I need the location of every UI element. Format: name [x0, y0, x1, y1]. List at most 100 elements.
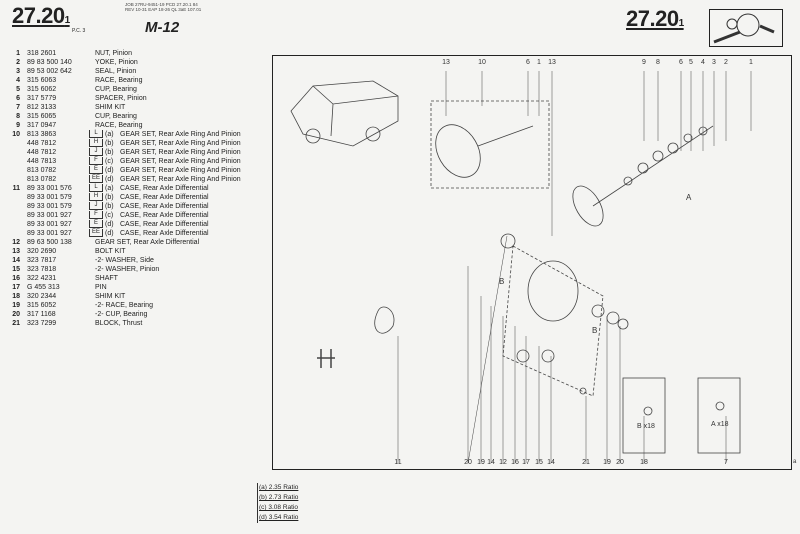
- callout-top: 3: [712, 59, 716, 66]
- part-number: 448 7812: [27, 140, 57, 147]
- ratio-footnote: (b) 2.73 Ratio: [257, 493, 299, 503]
- part-description: PIN: [95, 284, 107, 291]
- callout-bottom: 14: [547, 459, 555, 466]
- page-sub-number: 1: [64, 15, 71, 26]
- callout-bottom: 21: [582, 459, 590, 466]
- label-a-x18: A x18: [711, 421, 729, 428]
- callout-bottom: 19: [477, 459, 485, 466]
- variant-code: L: [89, 130, 103, 138]
- part-number: 89 33 001 927: [27, 230, 72, 237]
- item-number: 17: [12, 284, 20, 291]
- part-number: 89 33 001 579: [27, 203, 72, 210]
- part-description: RACE, Bearing: [95, 122, 143, 129]
- item-number: 21: [12, 320, 20, 327]
- part-description: GEAR SET, Rear Axle Ring And Pinion: [120, 167, 241, 174]
- callout-top: 4: [701, 59, 705, 66]
- part-description: -2- WASHER, Side: [95, 257, 154, 264]
- ratio-ref: (b): [105, 149, 114, 156]
- ratio-footnote: (a) 2.35 Ratio: [257, 483, 299, 493]
- part-number: 317 0947: [27, 122, 57, 129]
- part-number: 89 33 001 579: [27, 194, 72, 201]
- part-number: 812 3133: [27, 104, 57, 111]
- item-number: 11: [12, 185, 20, 192]
- item-number: 1: [16, 50, 20, 57]
- ratio-footnote: (d) 3.54 Ratio: [257, 513, 299, 523]
- callout-top: 1: [749, 59, 753, 66]
- item-number: 6: [16, 95, 20, 102]
- callout-bottom: 14: [487, 459, 495, 466]
- part-description: CASE, Rear Axle Differential: [120, 212, 209, 219]
- callout-top: 13: [442, 59, 450, 66]
- ratio-ref: (b): [105, 140, 114, 147]
- ratio-ref: (d): [105, 221, 114, 228]
- part-number: 320 2690: [27, 248, 57, 255]
- item-number: 16: [12, 275, 20, 282]
- label-b: B: [499, 277, 505, 286]
- part-description: SHIM KIT: [95, 104, 126, 111]
- item-number: 12: [12, 239, 20, 246]
- part-number: 323 7299: [27, 320, 57, 327]
- variant-code: F: [89, 211, 103, 219]
- callout-bottom: 17: [522, 459, 530, 466]
- variant-code: J: [89, 202, 103, 210]
- callout-bottom: 12: [499, 459, 507, 466]
- axle-icon: [317, 349, 335, 368]
- ratio-ref: (c): [105, 212, 114, 219]
- page-number-text: 27.20: [12, 3, 65, 28]
- label-b: B: [592, 326, 598, 335]
- item-number: 7: [16, 104, 20, 111]
- ratio-ref: (b): [105, 194, 114, 201]
- ratio-ref: (d): [105, 167, 114, 174]
- part-description: CASE, Rear Axle Differential: [120, 185, 209, 192]
- ratio-ref: (a): [105, 131, 114, 138]
- part-description: SHIM KIT: [95, 293, 126, 300]
- part-description: GEAR SET, Rear Axle Ring And Pinion: [120, 158, 241, 165]
- part-description: GEAR SET, Rear Axle Differential: [95, 239, 200, 246]
- part-number: 89 33 001 927: [27, 221, 72, 228]
- part-description: GEAR SET, Rear Axle Ring And Pinion: [120, 140, 241, 147]
- callout-top: 6: [526, 59, 530, 66]
- part-number: 813 0782: [27, 176, 57, 183]
- part-description: -2- CUP, Bearing: [95, 311, 148, 318]
- callout-bottom: 20: [464, 459, 472, 466]
- variant-code: EE: [89, 229, 104, 237]
- ratio-ref: (b): [105, 203, 114, 210]
- callout-top: 13: [548, 59, 556, 66]
- callout-top: 5: [689, 59, 693, 66]
- ratio-ref: (d): [105, 176, 114, 183]
- part-number: 89 33 001 576: [27, 185, 72, 192]
- callout-top: 1: [537, 59, 541, 66]
- part-description: SEAL, Pinion: [95, 68, 137, 75]
- part-number: 89 63 500 138: [27, 239, 72, 246]
- part-description: -2- WASHER, Pinion: [95, 266, 160, 273]
- part-description: YOKE, Pinion: [95, 59, 138, 66]
- corner-mark: a: [793, 459, 797, 465]
- page-number-text: 27.20: [626, 6, 679, 31]
- variant-code: L: [89, 184, 103, 192]
- variant-code: E: [89, 166, 103, 174]
- callout-bottom: 11: [394, 459, 402, 466]
- variant-code: E: [89, 220, 103, 228]
- page-sub-number: 1: [678, 18, 685, 29]
- car-illustration: [290, 80, 399, 147]
- item-number: 10: [12, 131, 20, 138]
- part-number: 323 7818: [27, 266, 57, 273]
- callout-top: 2: [724, 59, 728, 66]
- part-number: 448 7812: [27, 149, 57, 156]
- part-number: 318 2601: [27, 50, 57, 57]
- variant-code: F: [89, 157, 103, 165]
- part-number: 322 4231: [27, 275, 57, 282]
- part-number: 448 7813: [27, 158, 57, 165]
- item-number: 13: [12, 248, 20, 255]
- item-number: 8: [16, 113, 20, 120]
- item-number: 9: [16, 122, 20, 129]
- part-description: GEAR SET, Rear Axle Ring And Pinion: [120, 176, 241, 183]
- part-description: BLOCK, Thrust: [95, 320, 143, 327]
- diagram-drawing: [290, 71, 752, 464]
- part-number: 89 53 002 642: [27, 68, 72, 75]
- callout-top: 9: [642, 59, 646, 66]
- part-number: 317 5779: [27, 95, 57, 102]
- differential-thumbnail: [709, 9, 783, 47]
- callout-top: 6: [679, 59, 683, 66]
